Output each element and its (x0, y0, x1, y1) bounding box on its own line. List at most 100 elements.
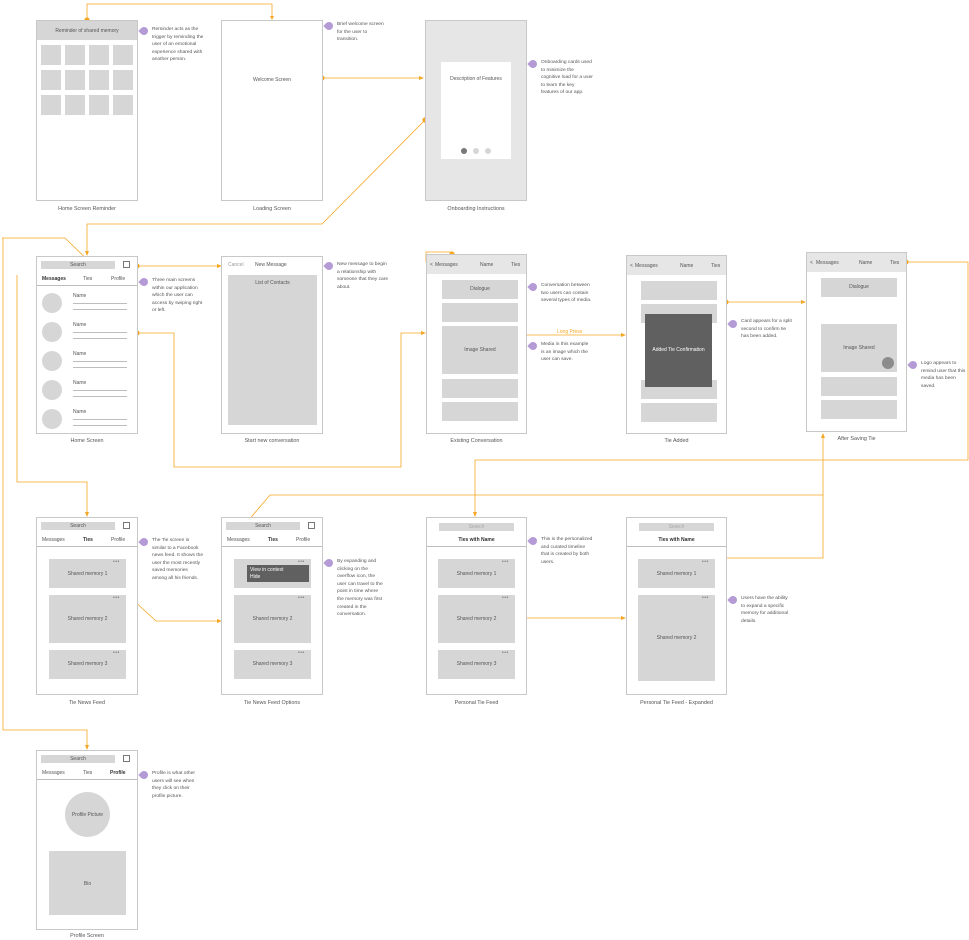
tab-ties[interactable]: Ties (83, 537, 93, 543)
reminder-bar[interactable] (37, 21, 137, 40)
page-dot[interactable] (485, 148, 491, 154)
overflow-icon[interactable]: ••• (298, 595, 305, 601)
image-shared[interactable] (442, 326, 518, 374)
ties-button[interactable]: Ties (511, 262, 521, 268)
overflow-icon[interactable]: ••• (502, 650, 509, 656)
caption-home: Home Screen (70, 438, 104, 444)
compose-icon[interactable] (123, 755, 130, 762)
caption-conversation: Existing Conversation (450, 438, 503, 444)
avatar[interactable] (42, 380, 62, 400)
connector-expanded-to-aftersaving (714, 495, 824, 559)
contact-name[interactable]: Name (73, 322, 87, 328)
page-dot-active[interactable] (461, 148, 467, 154)
overflow-icon[interactable]: ••• (298, 650, 305, 656)
search-input[interactable] (41, 755, 115, 763)
page-dot[interactable] (473, 148, 479, 154)
back-button[interactable]: Messages (635, 263, 658, 269)
tab-profile[interactable]: Profile (111, 537, 126, 543)
onboarding-card[interactable] (441, 62, 511, 159)
avatar[interactable] (42, 351, 62, 371)
memory-card[interactable] (234, 650, 311, 679)
grid-tile (113, 45, 133, 65)
ties-button[interactable]: Ties (890, 260, 900, 266)
overflow-icon[interactable]: ••• (113, 595, 120, 601)
chevron-left-icon[interactable]: < (430, 262, 433, 268)
message-bubble[interactable] (442, 402, 518, 421)
row-line (73, 390, 127, 391)
contact-name[interactable]: Name (73, 380, 87, 386)
memory-card[interactable] (49, 595, 126, 643)
connector-tiefeed-to-options (130, 597, 219, 622)
message-bubble[interactable] (821, 377, 897, 396)
tab-profile[interactable]: Profile (110, 770, 126, 776)
tab-messages[interactable]: Messages (227, 537, 250, 543)
overflow-icon[interactable]: ••• (298, 559, 305, 565)
contact-name[interactable]: Name (73, 351, 87, 357)
overflow-icon[interactable]: ••• (113, 559, 120, 565)
tab-messages[interactable]: Messages (42, 537, 65, 543)
dialogue-bubble[interactable] (442, 280, 518, 299)
memory-card[interactable] (49, 650, 126, 679)
compose-icon[interactable] (308, 522, 315, 529)
memory-label: Shared memory 2 (456, 616, 497, 622)
tab-ties[interactable]: Ties (268, 537, 278, 543)
back-button[interactable]: Messages (435, 262, 458, 268)
back-button[interactable]: Messages (816, 260, 839, 266)
menu-hide[interactable]: Hide (250, 574, 261, 580)
memory-label: Shared memory 1 (656, 571, 697, 577)
memory-label: Shared memory 2 (67, 616, 108, 622)
message-bubble[interactable] (442, 379, 518, 398)
tab-profile[interactable]: Profile (296, 537, 311, 543)
profile-picture-label: Profile Picture (71, 812, 104, 818)
saved-tie-logo-icon[interactable] (882, 357, 894, 369)
overflow-icon[interactable]: ••• (702, 559, 709, 565)
memory-card[interactable] (49, 559, 126, 588)
tab-profile[interactable]: Profile (111, 276, 126, 282)
overflow-icon[interactable]: ••• (502, 559, 509, 565)
overflow-icon[interactable]: ••• (502, 595, 509, 601)
search-input[interactable] (639, 523, 714, 531)
bio-box (49, 851, 126, 915)
search-input[interactable] (41, 522, 115, 530)
overflow-icon[interactable]: ••• (113, 650, 120, 656)
tab-ties[interactable]: Ties (83, 770, 93, 776)
memory-card[interactable] (638, 559, 715, 588)
chevron-left-icon[interactable]: < (810, 260, 813, 266)
ties-button[interactable]: Ties (711, 263, 721, 269)
tab-ties[interactable]: Ties (83, 276, 93, 282)
search-input[interactable] (439, 523, 514, 531)
compose-icon[interactable] (123, 522, 130, 529)
compose-icon[interactable] (123, 261, 130, 268)
divider (427, 546, 526, 547)
avatar[interactable] (42, 293, 62, 313)
memory-card[interactable] (234, 595, 311, 643)
memory-card[interactable] (438, 559, 515, 588)
message-bubble[interactable] (442, 303, 518, 322)
tab-messages[interactable]: Messages (42, 770, 65, 776)
memory-card[interactable] (438, 650, 515, 679)
grid-tile (65, 70, 85, 90)
cancel-button[interactable]: Cancel (228, 262, 244, 268)
tab-messages[interactable]: Messages (42, 276, 66, 282)
overflow-icon[interactable]: ••• (702, 595, 709, 601)
connector-options-to-conversation (246, 437, 824, 565)
contacts-list[interactable] (228, 275, 317, 425)
profile-picture[interactable] (65, 792, 110, 837)
note-tie-feed: The Tie screen is similar to a Facebook … (152, 538, 204, 581)
avatar[interactable] (42, 409, 62, 429)
divider (627, 546, 726, 547)
search-input[interactable] (226, 522, 300, 530)
chevron-left-icon[interactable]: < (630, 263, 633, 269)
search-input[interactable] (41, 261, 115, 269)
reminder-bar-label: Reminder of shared memory (55, 28, 119, 34)
message-bubble[interactable] (821, 400, 897, 419)
menu-view-in-context[interactable]: View in context (250, 567, 284, 573)
contact-name[interactable]: Name (73, 409, 87, 415)
grid-tile (65, 95, 85, 115)
memory-card-expanded[interactable] (638, 595, 715, 681)
memory-card[interactable] (438, 595, 515, 643)
caption-personal-expanded: Personal Tie Feed - Expanded (640, 700, 713, 706)
contact-name[interactable]: Name (73, 293, 87, 299)
dialogue-bubble[interactable] (821, 278, 897, 297)
avatar[interactable] (42, 322, 62, 342)
